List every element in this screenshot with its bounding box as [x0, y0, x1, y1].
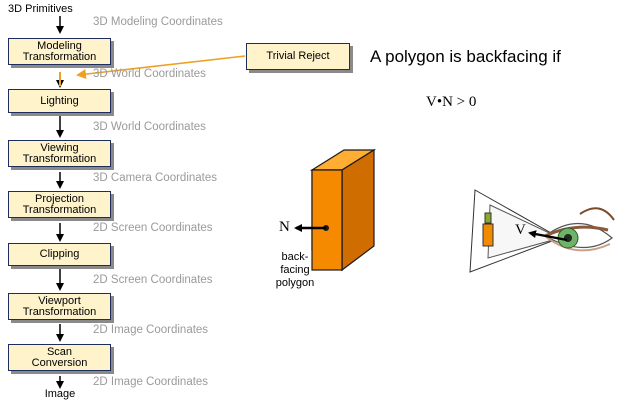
- stage-lighting: Lighting: [8, 89, 111, 113]
- coord-label: 3D World Coordinates: [93, 121, 206, 133]
- stage-modeling-transformation: Modeling Transformation: [8, 38, 111, 65]
- output-label: Image: [44, 388, 76, 400]
- backfacing-formula: V•N > 0: [426, 94, 477, 110]
- input-label: 3D Primitives: [8, 3, 73, 15]
- stage-projection-transformation: Projection Transformation: [8, 191, 111, 218]
- view-frustum: [469, 189, 562, 273]
- backfacing-heading: A polygon is backfacing if: [370, 47, 561, 66]
- view-vector-arrow: [528, 230, 568, 242]
- polygon-label: back- facing polygon: [275, 251, 315, 289]
- backfacing-cube: [294, 148, 377, 272]
- eye-icon: [543, 207, 615, 252]
- coord-label: 3D Camera Coordinates: [93, 172, 218, 184]
- stage-viewport-transformation: Viewport Transformation: [8, 293, 111, 320]
- coord-label: 3D World Coordinates: [93, 68, 206, 80]
- small-object: [482, 223, 494, 247]
- coord-label: 2D Image Coordinates: [93, 376, 209, 388]
- trivial-reject-arrows: [59, 55, 246, 86]
- coord-label: 2D Screen Coordinates: [93, 222, 213, 234]
- trivial-reject-box: Trivial Reject: [246, 43, 350, 70]
- stage-viewing-transformation: Viewing Transformation: [8, 140, 111, 167]
- coord-label: 2D Screen Coordinates: [93, 274, 213, 286]
- stage-clipping: Clipping: [8, 243, 111, 266]
- coord-label: 2D Image Coordinates: [93, 324, 209, 336]
- normal-label: N: [279, 219, 290, 235]
- view-vector-label: V: [515, 222, 526, 238]
- cube-side-face: [341, 148, 375, 272]
- stage-scan-conversion: Scan Conversion: [8, 344, 111, 371]
- coord-label: 3D Modeling Coordinates: [93, 16, 223, 28]
